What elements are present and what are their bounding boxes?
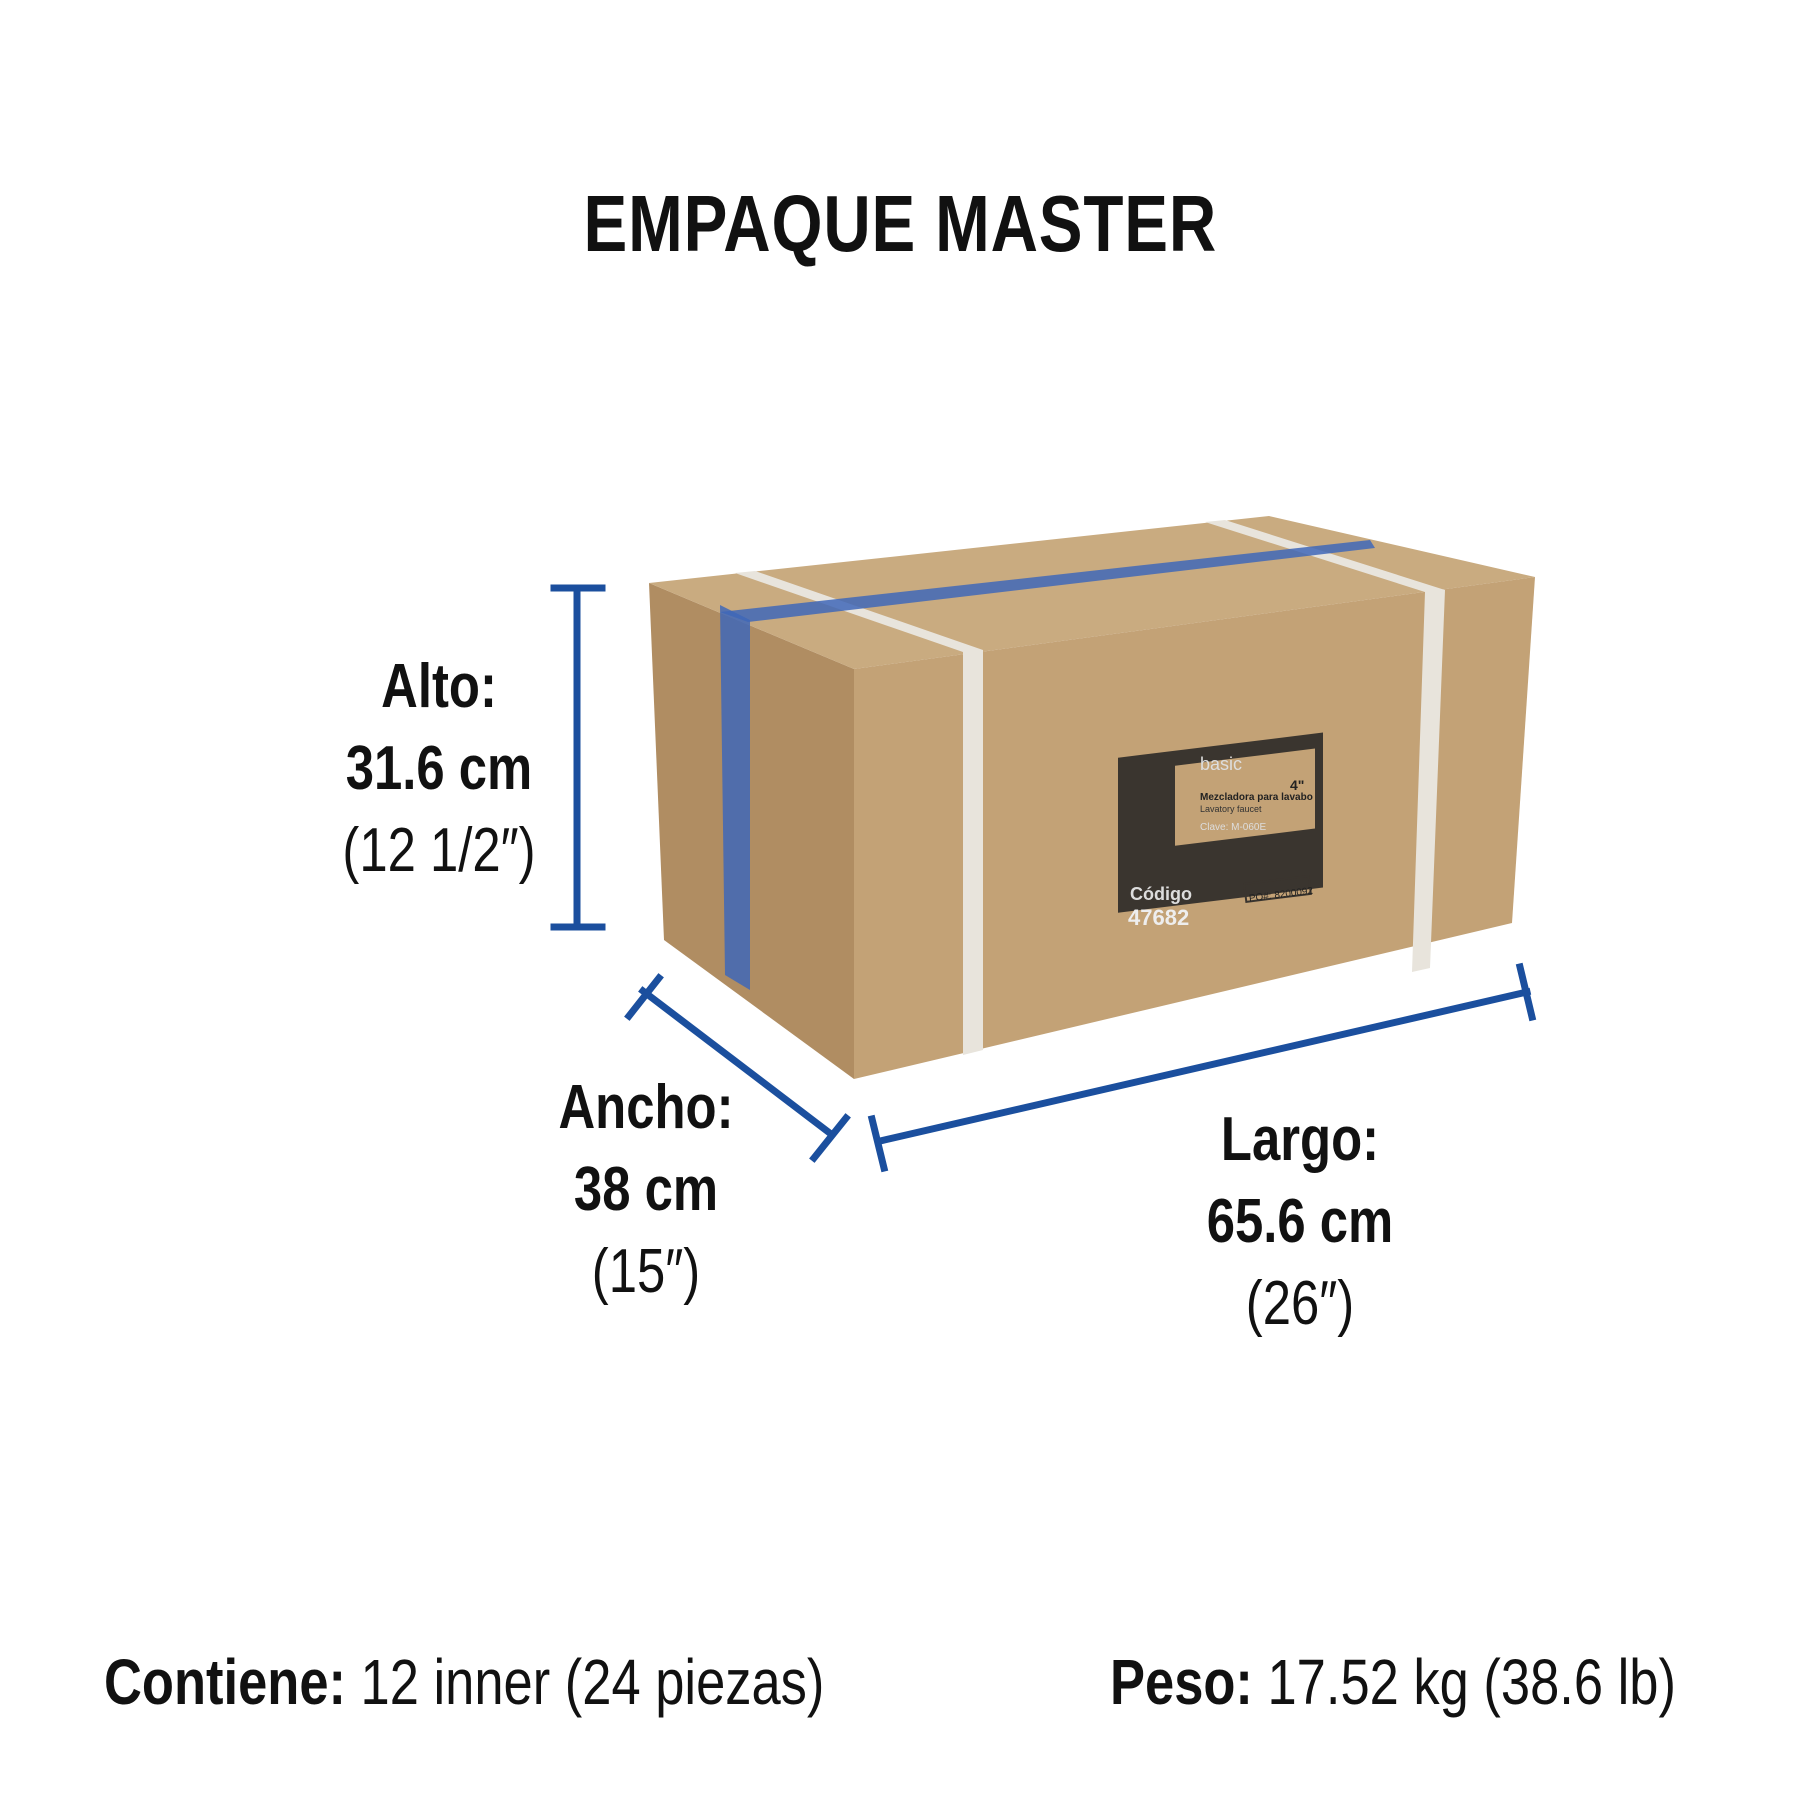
length-metric: 65.6 cm: [1206, 1187, 1394, 1256]
height-metric: 31.6 cm: [345, 734, 533, 803]
label-product: Mezcladora para lavabo: [1200, 792, 1313, 803]
page-title: EMPAQUE MASTER: [583, 179, 1217, 268]
length-imperial: (26″): [1245, 1269, 1355, 1338]
contents-label: Contiene:: [104, 1646, 346, 1718]
label-brand: basic: [1200, 754, 1242, 774]
width-caption: Ancho:: [558, 1073, 734, 1142]
contents-value: 12 inner (24 piezas): [360, 1646, 825, 1718]
label-codigo-caption: Código: [1130, 884, 1192, 904]
label-codigo: 47682: [1128, 905, 1189, 930]
width-dimension-line: [624, 973, 851, 1163]
label-size: 4": [1290, 777, 1304, 793]
width-label: Ancho: 38 cm (15″): [466, 1067, 826, 1313]
label-clave: Clave: M-060E: [1200, 822, 1266, 833]
tape: [720, 540, 1375, 622]
weight-value: 17.52 kg (38.6 lb): [1267, 1646, 1676, 1718]
width-metric: 38 cm: [573, 1155, 719, 1224]
height-caption: Alto:: [381, 652, 497, 721]
length-dimension-line: [867, 962, 1537, 1173]
strap: [1205, 520, 1445, 972]
height-imperial: (12 1/2″): [342, 816, 536, 885]
length-caption: Largo:: [1220, 1105, 1380, 1174]
product-label: Código 47682 basic Mezcladora para lavab…: [1118, 732, 1323, 930]
box-side-face: [649, 583, 854, 1079]
label-product-en: Lavatory faucet: [1200, 804, 1262, 814]
tape: [720, 605, 750, 990]
weight-label: Peso:: [1110, 1646, 1253, 1718]
height-label: Alto: 31.6 cm (12 1/2″): [259, 646, 619, 892]
height-dimension-line: [550, 584, 606, 931]
width-imperial: (15″): [591, 1237, 701, 1306]
contents-info: Contiene: 12 inner (24 piezas): [104, 1645, 824, 1719]
length-label: Largo: 65.6 cm (26″): [1120, 1099, 1480, 1345]
weight-info: Peso: 17.52 kg (38.6 lb): [1110, 1645, 1676, 1719]
